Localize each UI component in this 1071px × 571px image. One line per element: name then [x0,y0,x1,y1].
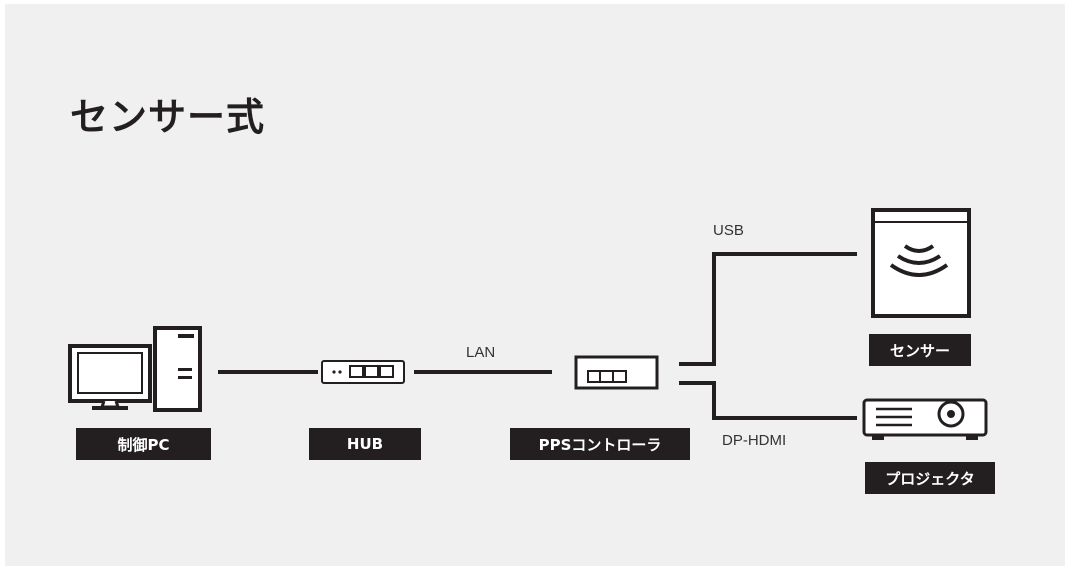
projector-label: プロジェクタ [865,462,995,494]
sensor-label: センサー [869,334,971,366]
controller-label: PPSコントローラ [510,428,690,460]
dp-hdmi-cable [679,381,857,420]
network-hub-icon [321,360,405,384]
lan-connection-label: LAN [466,344,496,361]
desktop-pc-icon [68,326,202,412]
usb-cable [679,252,857,366]
usb-connection-label: USB [713,222,744,239]
projector-icon [862,398,988,440]
diagram-title: センサー式 [70,95,266,139]
hub-label: HUB [309,428,421,460]
pc-label: 制御PC [76,428,211,460]
dp-hdmi-connection-label: DP-HDMI [722,432,787,449]
sensor-icon [871,208,971,318]
controller-box-icon [574,355,659,390]
